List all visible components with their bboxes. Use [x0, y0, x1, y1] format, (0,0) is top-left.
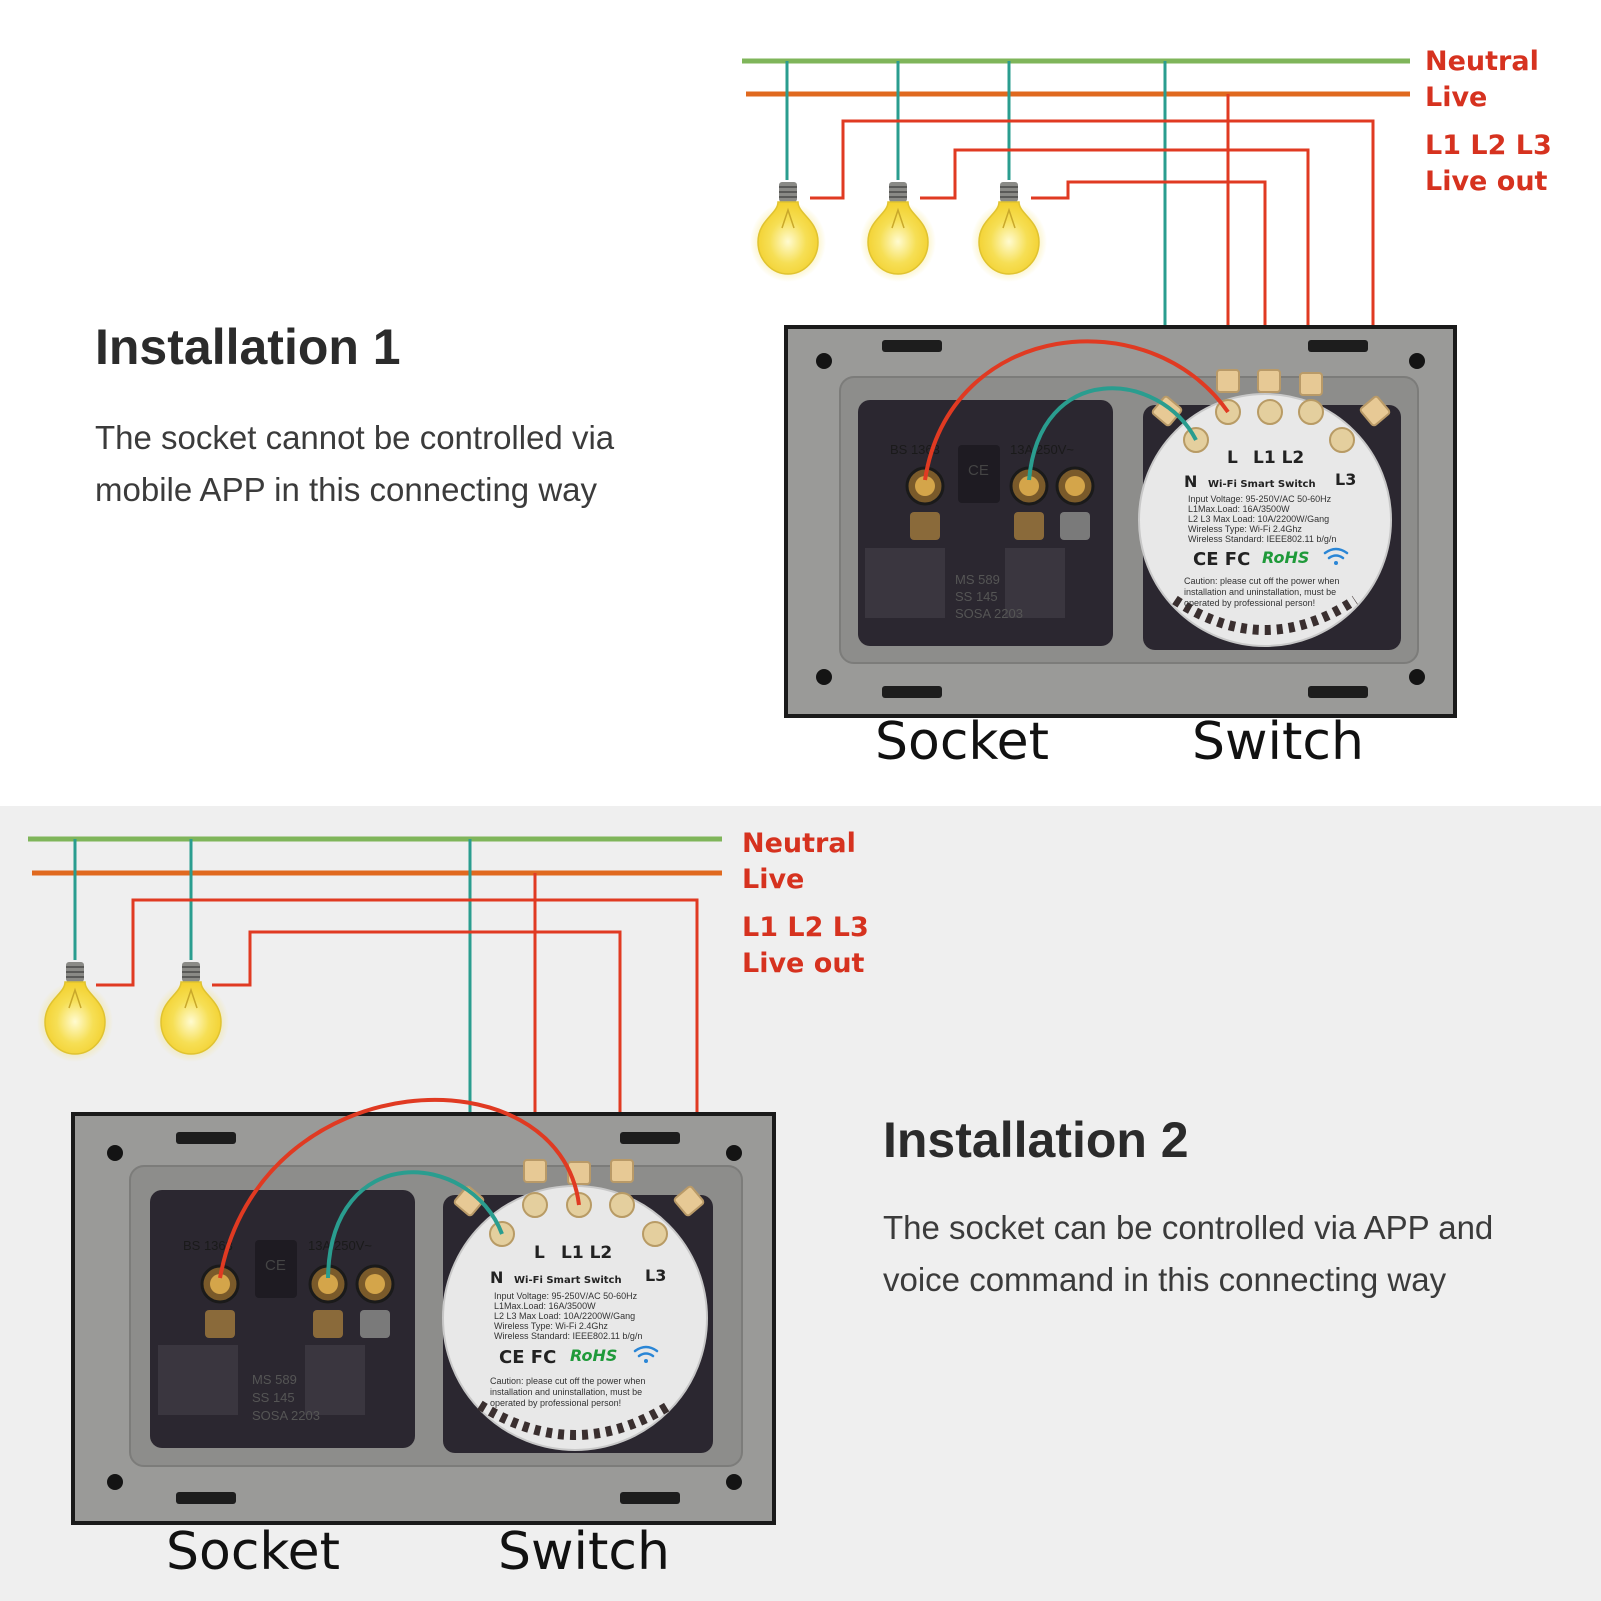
socket-mark-ms: MS 589 [252, 1372, 297, 1387]
installation-2-legend: Neutral Live L1 L2 L3 Live out [742, 826, 869, 982]
installation-2-description-line-2: voice command in this connecting way [883, 1261, 1447, 1298]
terminal-label-l1l2: L1 L2 [1253, 448, 1304, 468]
terminal-label-n: N [1184, 472, 1197, 491]
legend-live-out-1: L1 L2 L3 [1425, 130, 1552, 161]
module-spec-5: Wireless Standard: IEEE802.11 b/g/n [494, 1331, 642, 1341]
rohs-mark: RoHS [1262, 548, 1309, 567]
caption-socket: Socket [875, 712, 1050, 772]
legend-neutral: Neutral [742, 828, 856, 859]
installation-1-description-line-2: mobile APP in this connecting way [95, 471, 598, 508]
smart-switch-module: L L1 L2 N Wi-Fi Smart Switch L3 Input Vo… [442, 1159, 713, 1453]
caution-1: Caution: please cut off the power when [490, 1376, 645, 1386]
caution-1: Caution: please cut off the power when [1184, 576, 1339, 586]
module-spec-2: L1Max.Load: 16A/3500W [1188, 504, 1290, 514]
caption-switch: Switch [1192, 712, 1364, 772]
socket-mark-ss: SS 145 [252, 1390, 295, 1405]
terminal-label-l3: L3 [1335, 470, 1356, 489]
socket-mark-sosa: SOSA 2203 [955, 606, 1023, 621]
terminal-label-n: N [490, 1268, 503, 1287]
module-spec-3: L2 L3 Max Load: 10A/2200W/Gang [494, 1311, 635, 1321]
legend-neutral: Neutral [1425, 46, 1539, 77]
terminal-label-l1l2: L1 L2 [561, 1243, 612, 1263]
installation-2-panel: BS 1363 13A 250V~ CE MS 589 SS 145 SOSA … [0, 806, 1601, 1601]
module-model: Wi-Fi Smart Switch [1208, 479, 1316, 490]
socket-mark-sosa: SOSA 2203 [252, 1408, 320, 1423]
cert-marks: CE FC [499, 1347, 556, 1368]
terminal-label-l: L [534, 1243, 545, 1263]
socket-mark-ce: CE [265, 1257, 286, 1274]
legend-live: Live [742, 864, 805, 895]
module-spec-1: Input Voltage: 95-250V/AC 50-60Hz [494, 1291, 638, 1301]
installation-1-description-line-1: The socket cannot be controlled via [95, 419, 615, 456]
socket-block: BS 1363 13A 250V~ CE MS 589 SS 145 SOSA … [858, 400, 1113, 646]
legend-live-out-2: Live out [1425, 166, 1548, 197]
installation-1-panel: BS 1363 13A 250V~ CE MS 589 SS 145 SOSA … [95, 44, 1552, 772]
socket-mark-rating: 13A 250V~ [1010, 442, 1074, 457]
rohs-mark: RoHS [570, 1346, 617, 1365]
legend-live: Live [1425, 82, 1488, 113]
legend-live-out-1: L1 L2 L3 [742, 912, 869, 943]
socket-mark-bs: BS 1363 [183, 1238, 233, 1253]
module-spec-2: L1Max.Load: 16A/3500W [494, 1301, 596, 1311]
socket-mark-rating: 13A 250V~ [308, 1238, 372, 1253]
light-bulb-icon [36, 961, 114, 1063]
installation-2-description: The socket can be controlled via APP and… [883, 1202, 1583, 1306]
caption-socket: Socket [166, 1522, 341, 1582]
module-spec-4: Wireless Type: Wi-Fi 2.4Ghz [494, 1321, 608, 1331]
caption-switch: Switch [498, 1522, 670, 1582]
module-spec-3: L2 L3 Max Load: 10A/2200W/Gang [1188, 514, 1329, 524]
socket-neutral-wire [1027, 386, 1198, 481]
caution-2: installation and uninstallation, must be [1184, 587, 1336, 597]
installation-1-wiring-diagram: BS 1363 13A 250V~ CE MS 589 SS 145 SOSA … [742, 58, 1457, 718]
socket-neutral-wire [326, 1170, 504, 1279]
socket-live-wire [923, 339, 1230, 481]
wifi-icon [1323, 547, 1349, 565]
caution-2: installation and uninstallation, must be [490, 1387, 642, 1397]
module-spec-5: Wireless Standard: IEEE802.11 b/g/n [1188, 534, 1336, 544]
socket-block: BS 1363 13A 250V~ CE MS 589 SS 145 SOSA … [150, 1190, 415, 1448]
legend-live-out-2: Live out [742, 948, 865, 979]
socket-mark-ce: CE [968, 462, 989, 479]
cert-marks: CE FC [1193, 549, 1250, 570]
socket-live-wire [218, 1097, 581, 1279]
installation-2-title: Installation 2 [883, 1112, 1189, 1168]
installation-1-legend: Neutral Live L1 L2 L3 Live out [1425, 44, 1552, 200]
wifi-icon [633, 1345, 659, 1363]
caution-3: operated by professional person! [1184, 598, 1315, 608]
terminal-label-l3: L3 [645, 1266, 666, 1285]
installation-2-wiring-diagram: BS 1363 13A 250V~ CE MS 589 SS 145 SOSA … [28, 836, 776, 1525]
smart-switch-module: L L1 L2 N Wi-Fi Smart Switch L3 Input Vo… [1138, 369, 1401, 650]
module-model: Wi-Fi Smart Switch [514, 1275, 622, 1286]
socket-mark-bs: BS 1363 [890, 442, 940, 457]
caution-3: operated by professional person! [490, 1398, 621, 1408]
light-bulb-icon [152, 961, 230, 1063]
socket-mark-ss: SS 145 [955, 589, 998, 604]
terminal-label-l: L [1227, 448, 1238, 468]
installation-1-description: The socket cannot be controlled via mobi… [95, 412, 735, 516]
module-spec-4: Wireless Type: Wi-Fi 2.4Ghz [1188, 524, 1302, 534]
installation-1-title: Installation 1 [95, 319, 401, 375]
module-spec-1: Input Voltage: 95-250V/AC 50-60Hz [1188, 494, 1332, 504]
installation-2-description-line-1: The socket can be controlled via APP and [883, 1209, 1494, 1246]
socket-mark-ms: MS 589 [955, 572, 1000, 587]
